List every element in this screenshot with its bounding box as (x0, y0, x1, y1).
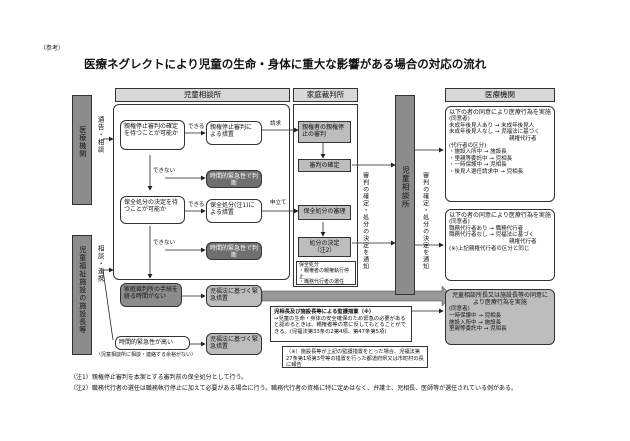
consent-box-1: 以下の者の同意により医療行為を実施 (同意者) 未成年後見人あり → 未成年後見… (445, 106, 555, 202)
answer-no-1: できない (153, 168, 176, 174)
label-seikyu: 請求 (270, 121, 282, 127)
katei-notice: 審判の確定・処分の決定を通知 (361, 172, 369, 270)
high-urgency: 時間的緊急性が高い (115, 336, 190, 350)
answer-no-2: できない (153, 240, 176, 246)
consent-box-2: 以下の者の同意により医療行為を実施 (同意者) 職務代行者あり → 職務代行者 … (445, 209, 555, 281)
consent-box-3: 児童相談所長又は施設長等の同意により医療行為を実施 (同意者) 一時保護中 → … (445, 289, 555, 345)
shobun-kettei: 処分の決定 （注2） (298, 237, 351, 257)
header-iryou-kikan: 医療機関 (445, 88, 555, 102)
header-jidou-soudanjo: 児童相談所 (115, 88, 290, 102)
urgency-judgement-2: 時間的緊急性で判断 (206, 242, 262, 260)
emergency-measure-1: 児福法に基づく緊急措置 (206, 285, 262, 307)
jidou-region (113, 104, 290, 280)
left-iryou-kikan: 医療機関 (72, 95, 92, 205)
label-soudan-renkei: 相談・連携 (96, 245, 105, 283)
urgency-judgement-1: 時間的緊急性で判断 (206, 170, 262, 188)
label-moushitate: 申立て (270, 200, 287, 206)
hozen-shobun-detail: 保全処分 ・親権者の親権執行停止 ・職務代行者の選任 (296, 261, 356, 285)
question-shinken-teishi: 親権停止審判の確定を待つことが可能か (120, 120, 185, 150)
question-hozen-shobun: 保全処分の決定を待つことが可能か (120, 196, 185, 224)
answer-yes-1: できる (188, 124, 205, 130)
no-time-for-court: 家庭裁判所の手続を経る時間がない (120, 283, 182, 307)
page-title: 医療ネグレクトにより児童の生命・身体に重大な影響がある場合の対応の流れ (84, 57, 487, 71)
high-urgency-note: （児童相談所に相談・連絡する余裕がない） (96, 352, 197, 358)
center-jidou-soudanjo: 児童相談所 (395, 95, 415, 295)
result-shinken-teishi-sochi: 親権停止審判による措置 (206, 121, 262, 145)
katei-region (293, 104, 358, 287)
header-katei-saibansho: 家庭裁判所 (293, 88, 358, 102)
footnote-2: （注2）職務代行者の選任は職務執行停止に加えて必要がある場合に行う。職務代行者の… (70, 385, 517, 392)
footnote-1: （注1）親権停止審判を本案とする審判前の保全処分として行う。 (70, 374, 248, 381)
hozen-shinri: 保全処分の審理 (298, 205, 351, 220)
kanjo-sochi-box: 児相長及び施設長等による監護措置（※） →児童の生命・身体の安全確保のため緊急の… (270, 306, 412, 342)
report-note-box: （※）施設長等が上記の監護措置をとった場合、児福法第27条第1項第3号等の措置を… (282, 346, 428, 368)
left-shisetsu-chou: 児童福祉施設の施設長等 (72, 235, 92, 355)
shinpan-shinken-teishi: 親権者の親権停止の審判 (298, 121, 351, 143)
shinpan-kakutei: 審判の確定 (298, 159, 351, 172)
answer-yes-2: できる (188, 202, 205, 208)
label-tsukoku-soudan: 通告・相談 (96, 116, 105, 154)
result-hozen-shobun-sochi: 保全処分(注1)による措置 (206, 199, 262, 223)
emergency-measure-2: 児福法に基づく緊急措置 (206, 333, 262, 355)
ref-label: （参考） (40, 45, 65, 52)
center-notice: 審判の確定・処分の決定を通知 (421, 172, 429, 270)
